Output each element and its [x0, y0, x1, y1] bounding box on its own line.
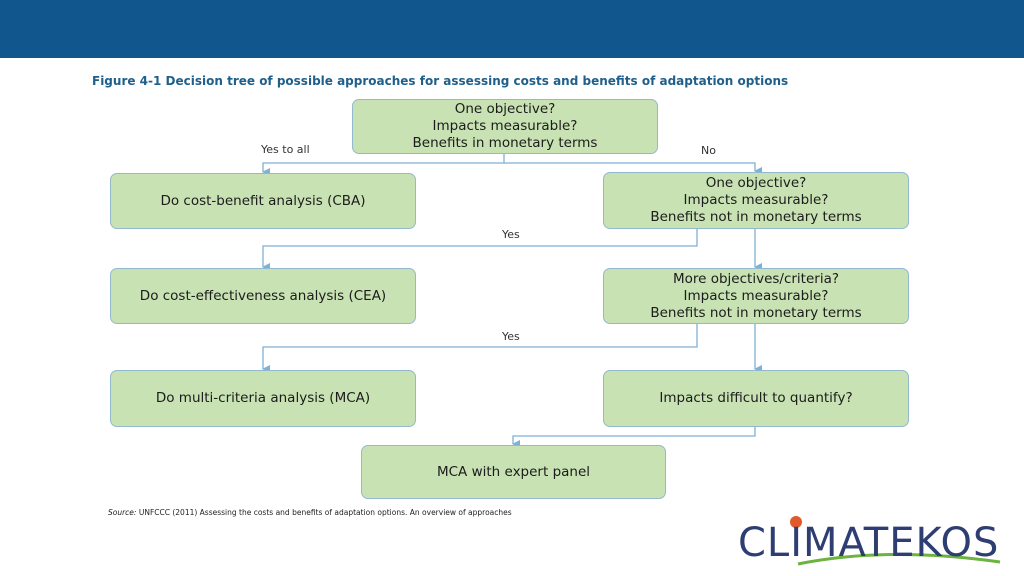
node-q3: More objectives/criteria? Impacts measur…	[603, 268, 909, 324]
edge-label-yes-to-all: Yes to all	[261, 143, 310, 156]
node-cba-label: Do cost-benefit analysis (CBA)	[160, 192, 366, 209]
logo-graphics	[790, 516, 1001, 566]
edge-q2-yes	[262, 229, 698, 271]
node-top-line-3: Benefits in monetary terms	[412, 135, 598, 151]
edge-label-yes-2: Yes	[502, 330, 520, 343]
node-top-line-2: Impacts measurable?	[432, 118, 578, 134]
node-top-question: One objective? Impacts measurable? Benef…	[352, 99, 658, 154]
node-q2-line-2: Impacts measurable?	[683, 192, 829, 208]
logo-swoosh	[797, 552, 1001, 566]
node-cba: Do cost-benefit analysis (CBA)	[110, 173, 416, 229]
edge-label-yes-1: Yes	[502, 228, 520, 241]
node-cea-label: Do cost-effectiveness analysis (CEA)	[139, 287, 387, 304]
logo-dot	[790, 516, 802, 528]
edge-q4-expert	[512, 427, 756, 448]
node-q2-line-3: Benefits not in monetary terms	[650, 209, 862, 225]
node-top-line-1: One objective?	[454, 101, 556, 117]
node-q2: One objective? Impacts measurable? Benef…	[603, 172, 909, 229]
node-q3-line-2: Impacts measurable?	[683, 287, 829, 304]
node-q4: Impacts difficult to quantify?	[603, 370, 909, 427]
edge-top-branch	[262, 154, 505, 176]
edge-label-no: No	[701, 144, 716, 157]
node-q3-line-1: More objectives/criteria?	[672, 270, 840, 287]
logo-wordmark: CLIMATEKOS	[738, 520, 1000, 566]
node-mca-label: Do multi-criteria analysis (MCA)	[155, 390, 371, 406]
source-text: UNFCCC (2011) Assessing the costs and be…	[138, 508, 512, 517]
node-expert-label: MCA with expert panel	[436, 463, 591, 480]
figure-title: Figure 4-1 Decision tree of possible app…	[92, 74, 789, 88]
source-label: Source:	[108, 508, 137, 517]
node-cea: Do cost-effectiveness analysis (CEA)	[110, 268, 416, 324]
node-q3-line-3: Benefits not in monetary terms	[650, 304, 862, 321]
node-expert-panel: MCA with expert panel	[361, 445, 666, 499]
node-q4-label: Impacts difficult to quantify?	[659, 390, 853, 406]
edge-q3-yes	[262, 324, 698, 373]
climatekos-logo: CLIMATEKOS	[738, 512, 1008, 576]
header-bar	[0, 0, 1024, 58]
edge-top-no	[504, 162, 762, 175]
node-mca: Do multi-criteria analysis (MCA)	[110, 370, 416, 427]
source-note: Source: UNFCCC (2011) Assessing the cost…	[108, 508, 512, 517]
node-q2-line-1: One objective?	[705, 175, 807, 191]
